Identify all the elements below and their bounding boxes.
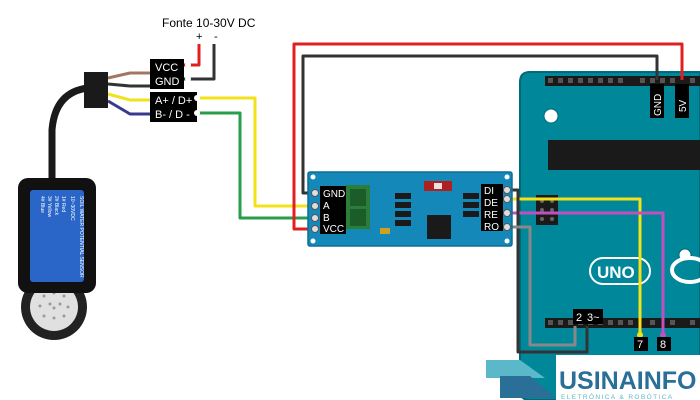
pin-8-label: 8 (660, 339, 666, 351)
pin-7-label: 7 (637, 339, 643, 351)
microcontroller-chip (548, 140, 700, 170)
pin-2-3-tag (573, 309, 603, 324)
pin-7-tag (634, 337, 648, 351)
arduino-board-name: UNO (597, 263, 635, 282)
sensor-terminal-block: VCC GND A+ / D+ B- / D - (150, 59, 200, 122)
module-pin-label: RE (484, 210, 498, 221)
5v-header-tag (675, 84, 689, 118)
terminal-gnd-label: GND (155, 76, 180, 88)
wire-di-pin3 (507, 188, 589, 354)
soil-sensor: SOIL WATER POTENTIAL SENSOR 10~30VDC 1# … (18, 72, 108, 340)
module-pin-label: DE (484, 198, 498, 209)
gnd-header-label: GND (653, 94, 664, 116)
module-pin-label: DI (484, 186, 494, 197)
brand-name: USINAINFO (559, 367, 697, 395)
pin-3-label: 3~ (587, 312, 600, 324)
power-plus-label: + (196, 31, 202, 43)
wire-sensor-navy (107, 99, 150, 116)
sensor-cable (48, 84, 89, 180)
module-pin-label: A (323, 201, 330, 212)
sensor-label-plate (30, 190, 84, 282)
wire-power-minus (184, 44, 216, 81)
brand-tagline: ELETRÔNICA & ROBÓTICA (561, 392, 673, 400)
sensor-label-line: 3# Yellow (46, 196, 52, 218)
sensor-cable-connector (84, 72, 108, 108)
power-supply-title: Fonte 10-30V DC (162, 16, 256, 30)
gnd-header-tag (650, 84, 664, 118)
right-pin-header (503, 186, 511, 231)
sensor-label-line: SOIL WATER POTENTIAL SENSOR (78, 196, 84, 278)
terminal-b-label: B- / D - (155, 109, 190, 121)
resistor-array (395, 193, 411, 226)
sensor-label-text: SOIL WATER POTENTIAL SENSOR 10~30VDC 1# … (39, 196, 84, 278)
wire-sensor-brown (107, 71, 150, 80)
module-pin-label: VCC (323, 224, 344, 235)
brand-logo-icon (500, 376, 556, 398)
wire-bus-a (197, 96, 315, 208)
left-pin-header (311, 189, 319, 233)
arduino-logo-icon (670, 256, 700, 284)
terminal-vcc-label: VCC (155, 62, 178, 74)
pin-8-connector (660, 332, 666, 338)
sensor-label-line: 10~30VDC (69, 196, 75, 221)
terminal-a-label: A+ / D+ (155, 95, 192, 107)
wire-module-gnd (301, 54, 659, 195)
5v-header-label: 5V (678, 99, 689, 112)
wire-module-vcc (292, 42, 684, 231)
pin-7-connector (637, 332, 643, 338)
pin-2-label: 2 (576, 312, 582, 324)
module-right-label-block (481, 184, 503, 231)
rs485-chip (427, 215, 451, 239)
arduino-board (519, 71, 700, 400)
sensor-label-line: 2# Black (53, 196, 59, 216)
brand-text-backing (556, 355, 700, 400)
wire-bus-b (197, 111, 315, 220)
resistor-array (463, 193, 479, 217)
brand-logo: USINAINFO ELETRÔNICA & ROBÓTICA (486, 355, 700, 400)
module-pin-label: B (323, 213, 330, 224)
wire-de-pin7 (507, 197, 642, 335)
wire-power-plus (184, 44, 201, 67)
sensor-label-line: 4# Blue (39, 196, 45, 213)
wire-sensor-black (107, 82, 150, 88)
wire-ro-pin2 (507, 225, 577, 347)
module-pin-label: GND (323, 189, 345, 200)
module-left-label-block (320, 186, 346, 234)
brand-logo-icon (486, 360, 545, 378)
sensor-label-line: 1# Red (60, 196, 66, 212)
pin-8-tag (657, 337, 671, 351)
wire-re-pin8 (507, 211, 665, 335)
wire-sensor-yellow (107, 92, 150, 102)
mounting-hole-icon (543, 108, 559, 124)
module-pin-label: RO (484, 222, 499, 233)
power-minus-label: - (214, 31, 218, 43)
rs485-module: GND A B VCC DI DE RE RO (307, 171, 513, 247)
uno-badge (589, 257, 651, 285)
